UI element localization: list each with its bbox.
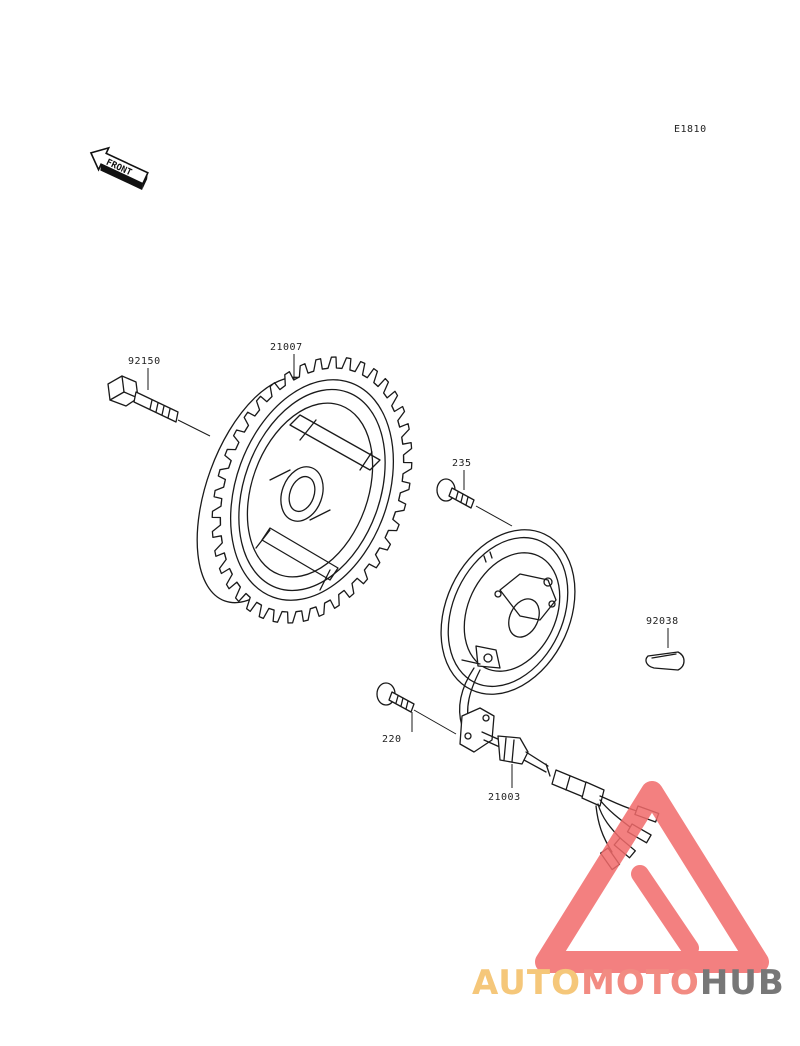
- part-label-21003: 21003: [488, 792, 521, 803]
- watermark-brand: AUTOMOTOHUB: [472, 963, 785, 1003]
- part-label-92150: 92150: [128, 356, 161, 367]
- key-92038: 92038: [645, 616, 685, 671]
- flywheel-21007: 21007: [196, 342, 413, 624]
- stator-plate-21003: [440, 529, 576, 729]
- watermark-brand-moto: MOTO: [581, 963, 700, 1003]
- bolt-92150: 92150: [107, 356, 211, 437]
- diagram-code: E1810: [674, 124, 707, 135]
- front-arrow: FRONT: [89, 146, 149, 190]
- part-label-220: 220: [382, 734, 402, 745]
- bolt-235: 235: [436, 458, 513, 527]
- part-label-21007: 21007: [270, 342, 303, 353]
- watermark-brand-hub: HUB: [700, 963, 785, 1003]
- part-label-92038: 92038: [646, 616, 679, 627]
- watermark: AUTOMOTOHUB: [472, 781, 785, 1003]
- screw-220: 220: [376, 682, 457, 745]
- watermark-brand-auto: AUTO: [472, 963, 581, 1003]
- part-label-235: 235: [452, 458, 472, 469]
- watermark-triangle-logo: [535, 781, 769, 973]
